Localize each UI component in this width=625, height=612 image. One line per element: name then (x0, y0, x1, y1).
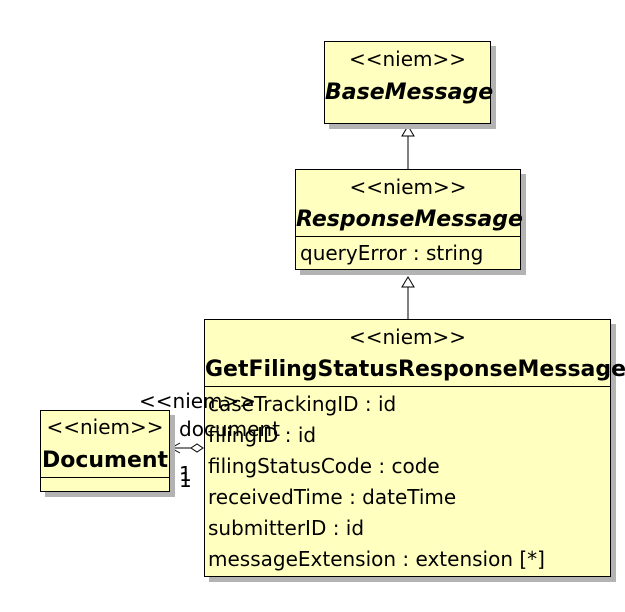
base-message-stereotype: <<niem>> (348, 47, 467, 71)
attribute-filing-id: filingID : id (208, 423, 317, 447)
class-document[interactable]: <<niem>> Document (40, 410, 170, 492)
attribute-query-error: queryError : string (300, 241, 484, 265)
response-message-name: ResponseMessage (296, 207, 523, 232)
attribute-filing-status-code: filingStatusCode : code (208, 454, 440, 478)
base-message-name: BaseMessage (325, 80, 494, 105)
generalization-getfiling-to-response (401, 276, 415, 319)
association-role-name: document (179, 417, 280, 441)
attribute-message-extension: messageExtension : extension [*] (208, 547, 545, 571)
association-document (169, 442, 204, 454)
document-divider (41, 477, 169, 478)
document-stereotype: <<niem>> (46, 415, 164, 439)
class-base-message[interactable]: <<niem>> BaseMessage (324, 41, 494, 124)
generalization-response-to-base (401, 125, 415, 169)
attribute-received-time: receivedTime : dateTime (208, 485, 457, 509)
response-message-divider (296, 236, 520, 237)
get-filing-status-divider (205, 386, 610, 387)
attribute-submitter-id: submitterID : id (208, 516, 365, 540)
document-name: Document (41, 448, 169, 473)
get-filing-status-stereotype: <<niem>> (348, 325, 467, 349)
response-message-stereotype: <<niem>> (349, 175, 467, 199)
association-multiplicity-b: 1 (179, 468, 192, 492)
get-filing-status-name: GetFilingStatusResponseMessage (205, 357, 625, 382)
attribute-case-tracking-id: caseTrackingID : id (208, 392, 397, 416)
class-response-message[interactable]: <<niem>> ResponseMessage queryError : st… (295, 169, 523, 270)
association-stereotype: <<niem>> (139, 389, 257, 413)
class-get-filing-status-response-message[interactable]: <<niem>> GetFilingStatusResponseMessage … (204, 319, 625, 577)
association-multiplicity-a: 1 (179, 462, 192, 486)
